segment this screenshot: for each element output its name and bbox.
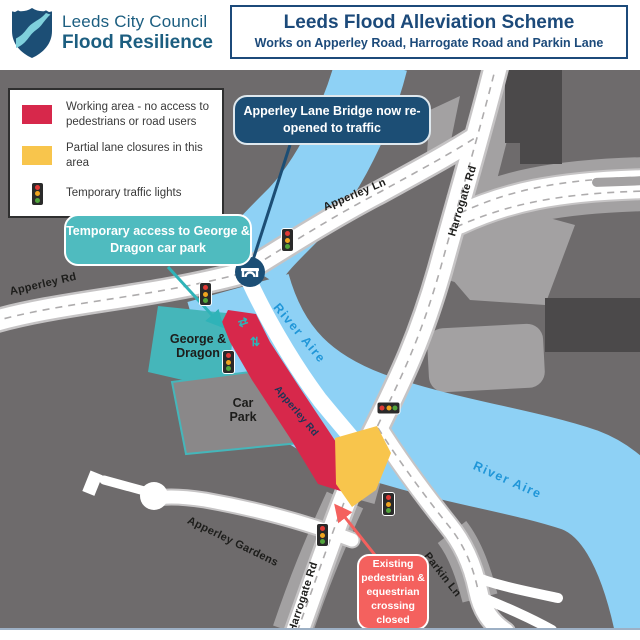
legend: Working area - no access to pedestrians …: [8, 88, 224, 218]
callout-leaders: [166, 144, 377, 556]
river-wave-shape: [16, 13, 51, 48]
traffic-light-icon-legend: [22, 181, 52, 206]
road-stub-end: [82, 470, 103, 496]
traffic-light-icon-harrogate-north: [376, 401, 401, 415]
label-george-dragon: George & Dragon: [169, 332, 227, 361]
access-arrows-vertical: ⇅: [250, 335, 261, 349]
buildings: [505, 70, 640, 352]
traffic-light-icon-car-park-entrance: [222, 350, 235, 374]
page-subtitle: Works on Apperley Road, Harrogate Road a…: [254, 36, 604, 50]
crossing-callout-arrow: [334, 503, 377, 556]
callout-access-text: Temporary access to George & Dragon car …: [66, 224, 250, 255]
map-canvas: Apperley Rd Apperley Ln Harrogate Rd Har…: [0, 70, 640, 630]
traffic-light-icon-parkin-ln: [382, 492, 395, 516]
parkin-fork-a: [465, 570, 563, 603]
leeds-council-shield-logo: [12, 8, 52, 58]
partial-closure-yellow: [335, 426, 391, 507]
building-north: [505, 70, 562, 143]
header: Leeds City Council Flood Resilience Leed…: [0, 0, 640, 70]
land-parcel: [427, 323, 545, 393]
legend-label: Temporary traffic lights: [66, 187, 182, 200]
legend-item-partial-closure: Partial lane closures in this area: [22, 141, 214, 171]
page-title: Leeds Flood Alleviation Scheme: [283, 12, 575, 33]
brand-text: Leeds City Council Flood Resilience: [62, 12, 213, 53]
road-parkin-ln: [369, 419, 514, 628]
turning-circle: [140, 482, 168, 510]
working-area-swatch: [22, 105, 52, 125]
callout-bridge-text: Apperley Lane Bridge now re-opened to tr…: [243, 104, 421, 135]
traffic-light-icon-harrogate-south: [316, 523, 329, 547]
brand-subtitle: Flood Resilience: [62, 31, 213, 53]
building-east: [545, 298, 640, 352]
road-gardens-stub: [99, 475, 153, 497]
callout-bridge-reopened: Apperley Lane Bridge now re-opened to tr…: [233, 95, 431, 145]
legend-label: Working area - no access to pedestrians …: [66, 101, 209, 128]
access-callout-arrow: [166, 265, 225, 329]
working-area-red: [222, 310, 356, 494]
title-box: Leeds Flood Alleviation Scheme Works on …: [230, 5, 628, 59]
map-graphic: [0, 70, 640, 628]
legend-item-traffic-lights: Temporary traffic lights: [22, 181, 214, 206]
traffic-light-icon-apperley-ln: [281, 228, 294, 252]
callout-crossing-closed: Existing pedestrian & equestrian crossin…: [357, 554, 429, 628]
callout-temporary-access: Temporary access to George & Dragon car …: [64, 214, 252, 266]
building-north-annex: [520, 140, 562, 164]
label-car-park: Car Park: [229, 396, 257, 425]
bridge-callout-leader: [250, 144, 292, 264]
traffic-light-icon-apperley-rd: [199, 282, 212, 306]
road-apperley-gardens: [150, 490, 359, 547]
parkin-fork-b: [471, 590, 557, 628]
legend-label: Partial lane closures in this area: [66, 141, 203, 169]
brand-title: Leeds City Council: [62, 12, 208, 31]
callout-crossing-text: Existing pedestrian & equestrian crossin…: [361, 557, 425, 627]
legend-item-working-area: Working area - no access to pedestrians …: [22, 100, 214, 130]
median-island: [592, 176, 640, 187]
partial-closure-swatch: [22, 146, 52, 166]
